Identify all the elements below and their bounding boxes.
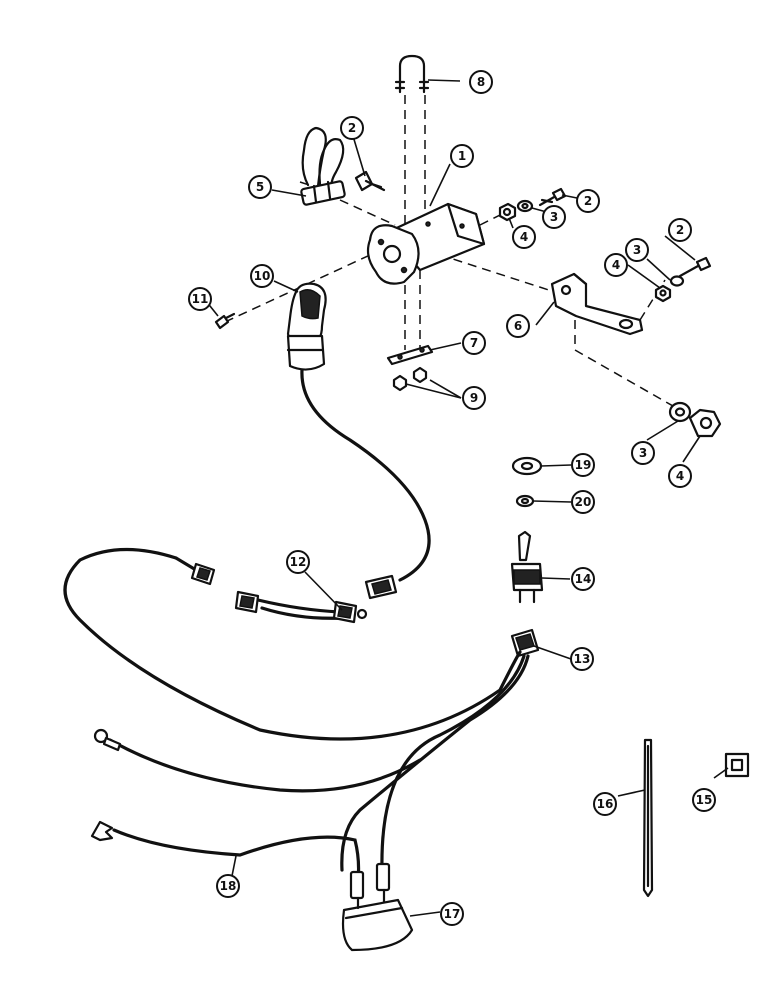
tie-mount xyxy=(724,752,750,778)
callout-2: 2 xyxy=(668,218,692,242)
callout-6: 6 xyxy=(506,314,530,338)
callout-3: 3 xyxy=(631,441,655,465)
callout-4: 4 xyxy=(668,464,692,488)
toggle-switch xyxy=(510,530,544,604)
small-screw xyxy=(214,312,236,330)
svg-text:10: 10 xyxy=(254,269,271,283)
svg-text:2: 2 xyxy=(676,223,684,237)
callout-7: 7 xyxy=(462,331,486,355)
main-housing xyxy=(366,202,486,285)
callout-9: 9 xyxy=(462,386,486,410)
svg-text:15: 15 xyxy=(696,793,713,807)
callout-17: 17 xyxy=(440,902,464,926)
inline-connector-right xyxy=(364,574,398,600)
clamp-plate xyxy=(386,344,434,366)
cable-tie xyxy=(642,738,654,898)
svg-text:11: 11 xyxy=(192,292,209,306)
svg-text:4: 4 xyxy=(520,230,528,244)
callout-12: 12 xyxy=(286,550,310,574)
callout-2: 2 xyxy=(576,189,600,213)
svg-text:17: 17 xyxy=(444,907,461,921)
inline-connector-left xyxy=(190,562,216,586)
callout-1: 1 xyxy=(450,144,474,168)
callout-20: 20 xyxy=(571,490,595,514)
callout-13: 13 xyxy=(570,647,594,671)
nuts-small xyxy=(392,366,428,392)
u-bolt xyxy=(394,54,430,94)
washer-upper xyxy=(516,199,534,213)
svg-text:18: 18 xyxy=(220,879,237,893)
callout-14: 14 xyxy=(571,567,595,591)
terminal-connector xyxy=(300,126,346,206)
callout-2: 2 xyxy=(340,116,364,140)
svg-text:16: 16 xyxy=(597,797,614,811)
svg-text:2: 2 xyxy=(584,194,592,208)
harness-plug xyxy=(341,862,414,952)
callout-8: 8 xyxy=(469,70,493,94)
nut-upper xyxy=(498,202,517,222)
screw-right-lower xyxy=(678,256,712,278)
nut-right xyxy=(654,284,672,303)
svg-text:8: 8 xyxy=(477,75,485,89)
wiring-harness xyxy=(63,368,530,882)
washer-right xyxy=(669,275,685,287)
washer-19 xyxy=(511,456,543,476)
svg-text:9: 9 xyxy=(470,391,478,405)
svg-text:20: 20 xyxy=(575,495,592,509)
switch-connector xyxy=(510,628,540,658)
callout-4: 4 xyxy=(512,225,536,249)
svg-text:7: 7 xyxy=(470,336,478,350)
svg-text:6: 6 xyxy=(514,319,522,333)
svg-text:3: 3 xyxy=(633,243,641,257)
svg-text:19: 19 xyxy=(575,458,592,472)
callout-15: 15 xyxy=(692,788,716,812)
screw-right-upper xyxy=(538,187,567,207)
svg-text:1: 1 xyxy=(458,149,466,163)
spade-terminal xyxy=(90,820,114,842)
svg-text:13: 13 xyxy=(574,652,591,666)
callout-4: 4 xyxy=(604,253,628,277)
washer-large xyxy=(668,401,692,423)
svg-text:5: 5 xyxy=(256,180,264,194)
callout-16: 16 xyxy=(593,792,617,816)
leader-lines xyxy=(205,79,729,917)
callout-19: 19 xyxy=(571,453,595,477)
svg-text:3: 3 xyxy=(639,446,647,460)
svg-text:2: 2 xyxy=(348,121,356,135)
mounting-bracket xyxy=(550,272,644,336)
callout-3: 3 xyxy=(625,238,649,262)
ring-terminal xyxy=(93,728,122,752)
callout-3: 3 xyxy=(542,205,566,229)
svg-text:12: 12 xyxy=(290,555,307,569)
plug-housing xyxy=(286,282,327,371)
callout-5: 5 xyxy=(248,175,272,199)
svg-text:4: 4 xyxy=(612,258,620,272)
callout-10: 10 xyxy=(250,264,274,288)
svg-text:4: 4 xyxy=(676,469,684,483)
svg-text:3: 3 xyxy=(550,210,558,224)
svg-text:14: 14 xyxy=(575,572,592,586)
washer-20 xyxy=(515,494,535,508)
screw-left xyxy=(354,170,386,192)
callout-18: 18 xyxy=(216,874,240,898)
callout-11: 11 xyxy=(188,287,212,311)
harness-12-connectors xyxy=(234,590,368,624)
nut-large xyxy=(688,408,722,438)
